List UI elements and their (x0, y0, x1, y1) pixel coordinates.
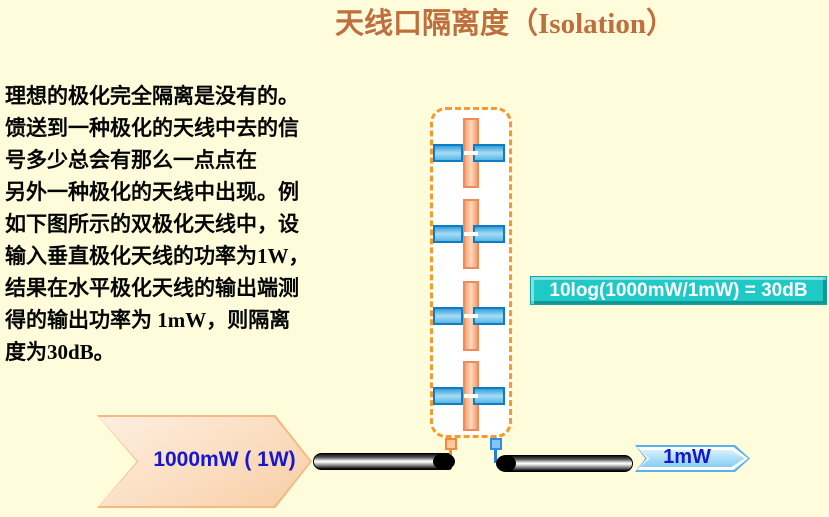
page-title: 天线口隔离度（Isolation） (335, 8, 675, 40)
dipole-feed-gap (464, 232, 478, 236)
horizontal-cable-end (496, 455, 516, 472)
output-power-arrow: 1mW (635, 445, 750, 472)
isolation-formula-box: 10log(1000mW/1mW) = 30dB (530, 276, 827, 305)
input-power-label: 1000mW ( 1W) (153, 448, 296, 471)
vertical-port-cable (313, 453, 452, 470)
body-paragraph: 理想的极化完全隔离是没有的。 馈送到一种极化的天线中去的信 号多少总会有那么一点… (5, 84, 310, 364)
horizontal-dipole-left (433, 225, 463, 243)
horizontal-port-feedline (494, 449, 497, 463)
input-power-arrow: 1000mW ( 1W) (97, 415, 312, 508)
horizontal-dipole-left (433, 144, 463, 162)
vertical-port-connector (445, 438, 457, 450)
dipole-feed-gap (464, 314, 478, 318)
horizontal-port-cable (505, 455, 633, 472)
horizontal-port-connector (490, 438, 502, 450)
vertical-cable-end (433, 453, 455, 470)
dipole-feed-gap (464, 151, 478, 155)
horizontal-dipole-left (433, 387, 463, 405)
output-power-arrow-fill (640, 450, 745, 467)
output-power-label: 1mW (663, 446, 711, 468)
dipole-feed-gap (464, 394, 478, 398)
horizontal-dipole-left (433, 307, 463, 325)
